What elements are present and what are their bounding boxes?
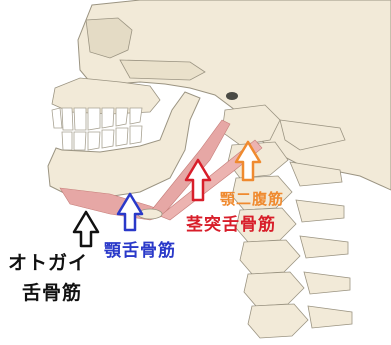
label-digastric: 顎二腹筋 xyxy=(220,188,284,209)
lower-teeth xyxy=(62,126,142,150)
label-geniohyoid-line1: オトガイ xyxy=(8,248,88,275)
label-geniohyoid-line2: 舌骨筋 xyxy=(22,278,82,305)
black-arrow-icon xyxy=(74,212,98,246)
mastoid-foramen xyxy=(226,92,238,100)
label-stylohyoid: 茎突舌骨筋 xyxy=(186,210,276,235)
label-mylohyoid: 顎舌骨筋 xyxy=(104,236,176,261)
